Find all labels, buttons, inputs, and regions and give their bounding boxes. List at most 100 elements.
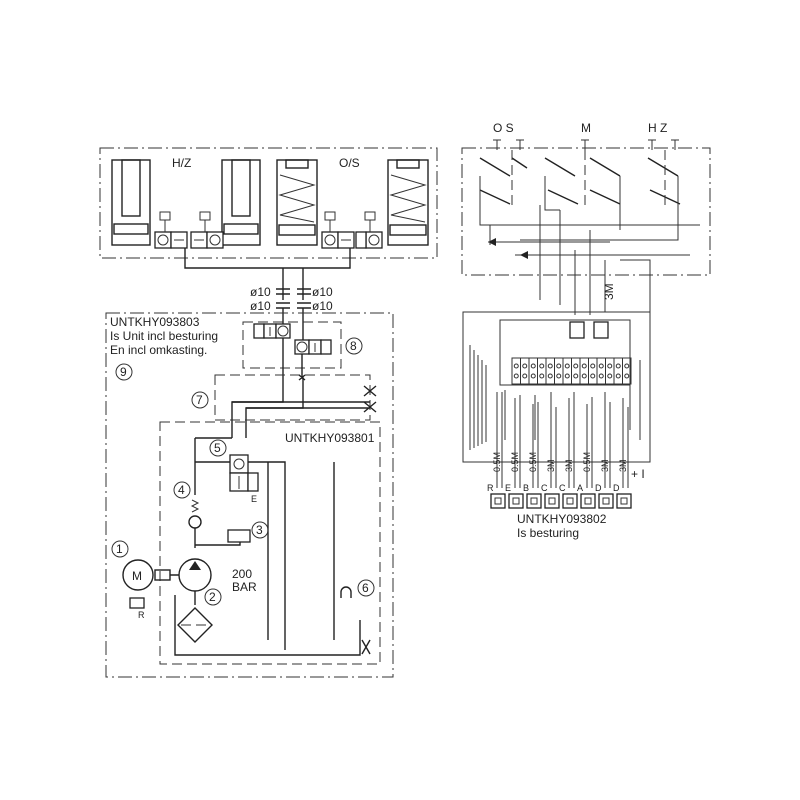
terminal-letter: C bbox=[559, 483, 566, 493]
connector-4: 3M C bbox=[541, 392, 560, 509]
terminal bbox=[588, 357, 598, 385]
check-valves bbox=[154, 211, 383, 249]
cylinder-assembly-border bbox=[99, 147, 438, 259]
label-hz: H/Z bbox=[172, 156, 191, 170]
svg-text:8: 8 bbox=[350, 339, 357, 353]
coupling-label: ø10 bbox=[312, 285, 333, 299]
terminal-letter: R bbox=[487, 483, 494, 493]
cable-length: 0.5M bbox=[492, 452, 502, 472]
terminal-letter: D bbox=[613, 483, 620, 493]
terminal bbox=[511, 357, 521, 385]
cable-length: 3M bbox=[564, 459, 574, 472]
svg-text:9: 9 bbox=[120, 365, 127, 379]
tank-box bbox=[159, 421, 381, 665]
terminal bbox=[605, 357, 615, 385]
connector-8: 3M D bbox=[613, 398, 632, 509]
terminal bbox=[613, 357, 623, 385]
control-id: UNTKHY093802 bbox=[517, 512, 607, 526]
cylinder-3-spring bbox=[276, 159, 318, 246]
terminal bbox=[571, 357, 581, 385]
coupling-label: ø10 bbox=[250, 285, 271, 299]
pressure-value: 200 bbox=[232, 567, 252, 581]
cable-length: 3M bbox=[546, 459, 556, 472]
cylinder-2 bbox=[221, 159, 261, 246]
terminal-letter: B bbox=[523, 483, 529, 493]
connector-7: 3M D bbox=[595, 392, 614, 509]
callouts: 1 2 3 4 5 6 7 8 9 bbox=[111, 337, 375, 606]
unit-id: UNTKHY093803 bbox=[110, 315, 200, 329]
unit-desc-1: Is Unit incl besturing bbox=[110, 329, 218, 343]
svg-text:1: 1 bbox=[116, 542, 123, 556]
label-os: O/S bbox=[339, 156, 360, 170]
terminal bbox=[537, 357, 547, 385]
terminal bbox=[545, 357, 555, 385]
solenoid-valve-b bbox=[294, 339, 332, 355]
motor-sensor bbox=[129, 597, 145, 609]
cylinder-4-spring bbox=[387, 159, 429, 246]
switch-panel-border bbox=[461, 147, 711, 276]
connector-2: 0.5M E bbox=[505, 397, 524, 509]
svg-text:3: 3 bbox=[256, 523, 263, 537]
svg-text:2: 2 bbox=[209, 590, 216, 604]
unit-desc-2: En incl omkasting. bbox=[110, 343, 207, 357]
switch-label-m: M bbox=[581, 121, 591, 135]
svg-text:6: 6 bbox=[362, 581, 369, 595]
connector-1: 0.5M R bbox=[487, 392, 506, 509]
terminal bbox=[622, 357, 632, 385]
hydraulic-unit: UNTKHY093803 Is Unit incl besturing En i… bbox=[105, 312, 394, 678]
relay bbox=[569, 321, 585, 339]
terminal bbox=[579, 357, 589, 385]
valve-block-8 bbox=[242, 321, 342, 369]
connectors: 0.5M R 0.5M E 0.5M B 3M C 3M C 0.5M A 3M D 3M D bbox=[487, 392, 632, 509]
terminal bbox=[528, 357, 538, 385]
terminal-letter: D bbox=[595, 483, 602, 493]
connector-6: 0.5M A bbox=[577, 397, 596, 509]
terminal-strip bbox=[511, 357, 632, 385]
coupling-label: ø10 bbox=[250, 299, 271, 313]
cable-length: 3M bbox=[618, 459, 628, 472]
cable-label-main: 3M bbox=[602, 283, 616, 300]
terminal-letter: E bbox=[505, 483, 511, 493]
breather-6 bbox=[340, 586, 352, 598]
directional-valve-5: E bbox=[229, 454, 259, 504]
cable-length: 3M bbox=[600, 459, 610, 472]
control-desc: Is besturing bbox=[517, 526, 579, 540]
manifold-7 bbox=[214, 374, 371, 421]
terminal-letter: A bbox=[577, 483, 583, 493]
check-valve-4 bbox=[188, 515, 202, 529]
label-e: E bbox=[251, 494, 257, 504]
cable-length: 0.5M bbox=[510, 452, 520, 472]
svg-text:4: 4 bbox=[178, 483, 185, 497]
cable-length: 0.5M bbox=[582, 452, 592, 472]
terminal-letter: C bbox=[541, 483, 548, 493]
cylinder-assembly: H/Z O/S bbox=[99, 147, 438, 300]
switch-panel: O S M H Z 3M bbox=[461, 121, 711, 315]
pressure-unit: BAR bbox=[232, 580, 257, 594]
hydraulic-unit-border bbox=[105, 312, 394, 678]
switch-label-hz: H Z bbox=[648, 121, 667, 135]
cylinder-1 bbox=[111, 159, 151, 246]
connector-3: 0.5M B bbox=[523, 402, 542, 509]
control-box: 0.5M R 0.5M E 0.5M B 3M C 3M C 0.5M A 3M D 3M D + I UNT… bbox=[462, 311, 651, 540]
connector-5: 3M C bbox=[559, 392, 578, 509]
solenoid-valve-a bbox=[253, 323, 291, 339]
relay bbox=[593, 321, 609, 339]
terminal bbox=[554, 357, 564, 385]
terminal bbox=[520, 357, 530, 385]
filter bbox=[177, 607, 213, 643]
motor-label: M bbox=[132, 569, 142, 583]
terminal bbox=[562, 357, 572, 385]
spring-4 bbox=[190, 499, 200, 513]
switch-label-os: O S bbox=[493, 121, 514, 135]
diode-icon bbox=[488, 238, 496, 246]
pump-arrow-icon bbox=[189, 561, 201, 570]
motor-1 bbox=[122, 559, 154, 591]
tank-id: UNTKHY093801 bbox=[285, 431, 375, 445]
label-r: R bbox=[138, 610, 145, 620]
cable-length: 0.5M bbox=[528, 452, 538, 472]
hose-couplings: ø10 ø10 ø10 ø10 bbox=[250, 285, 333, 348]
power-label: + I bbox=[631, 467, 645, 481]
terminal bbox=[596, 357, 606, 385]
